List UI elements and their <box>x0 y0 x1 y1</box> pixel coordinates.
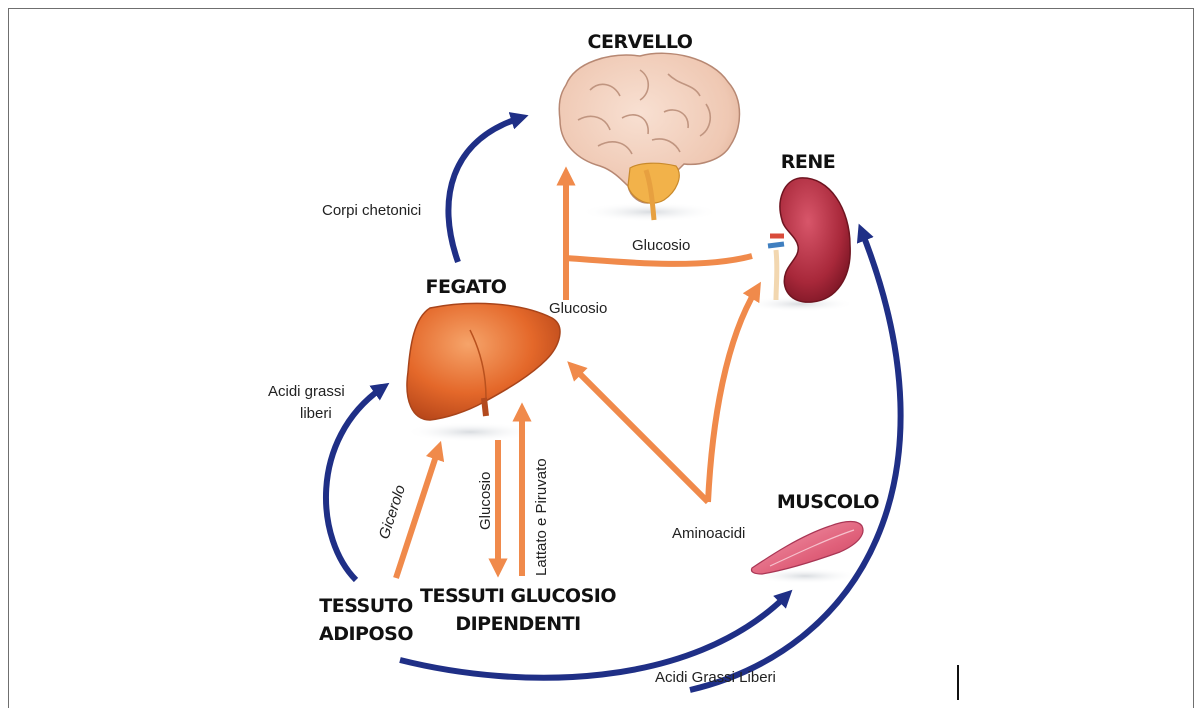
label-glucose-down: Glucosio <box>477 472 494 530</box>
brain-illustration <box>559 53 739 222</box>
label-glycerol: Gicerolo <box>376 483 409 541</box>
arrow-amino-liver <box>574 368 708 502</box>
label-ffa-2: liberi <box>300 405 332 422</box>
label-glucose-kidney: Glucosio <box>632 237 690 254</box>
muscle-illustration <box>750 522 863 585</box>
label-ffa-1: Acidi grassi <box>268 383 345 400</box>
arrow-glycerol <box>396 450 438 578</box>
text-cursor <box>957 665 959 700</box>
title-brain: CERVELLO <box>588 31 693 53</box>
title-tissues-1: TESSUTI GLUCOSIO <box>420 585 616 607</box>
arrow-ffa-muscle <box>400 596 786 678</box>
label-amino: Aminoacidi <box>672 525 745 542</box>
kidney-illustration <box>745 178 855 312</box>
arrow-ketones <box>448 118 520 262</box>
label-glucose-liver: Glucosio <box>549 300 607 317</box>
label-ketones: Corpi chetonici <box>322 202 421 219</box>
label-ffa-bottom: Acidi Grassi Liberi <box>655 669 776 686</box>
title-liver: FEGATO <box>426 276 507 298</box>
liver-illustration <box>405 303 560 442</box>
title-muscle: MUSCOLO <box>777 491 880 513</box>
title-adipose-2: ADIPOSO <box>319 623 413 645</box>
title-kidney: RENE <box>781 151 836 173</box>
arrow-ffa-liver <box>326 388 382 580</box>
label-lactate: Lattato e Piruvato <box>533 458 550 576</box>
title-adipose-1: TESSUTO <box>319 595 413 617</box>
arrow-amino-kidney <box>708 290 756 502</box>
arrow-kidney-glucose <box>566 256 752 264</box>
title-tissues-2: DIPENDENTI <box>455 613 580 635</box>
